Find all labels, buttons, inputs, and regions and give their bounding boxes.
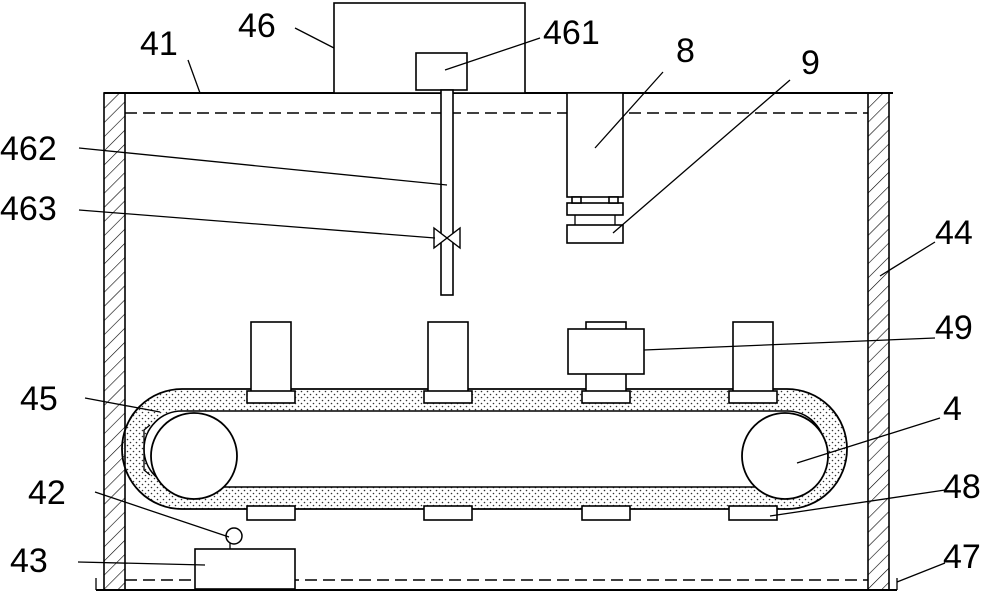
label-462: 462 (0, 130, 57, 168)
label-461: 461 (543, 14, 600, 52)
label-46: 46 (238, 7, 276, 45)
left-roller (150, 412, 238, 500)
label-9: 9 (801, 44, 820, 82)
label-41: 41 (140, 25, 178, 63)
label-48: 48 (943, 468, 981, 506)
right-roller (741, 412, 829, 500)
stirring-shaft (440, 89, 454, 296)
label-8: 8 (676, 32, 695, 70)
label-42: 42 (28, 474, 66, 512)
mold-carrier-4 (728, 321, 778, 404)
belt-pads-bottom (246, 505, 778, 521)
base-plate (95, 578, 898, 591)
label-463: 463 (0, 190, 57, 228)
press-head (566, 215, 624, 244)
mold-carrier-3 (567, 321, 645, 404)
valve-icon (433, 226, 461, 250)
label-45: 45 (20, 380, 58, 418)
inner-dashed-boundary (125, 112, 868, 581)
mold-carrier-1 (246, 321, 296, 404)
mold-carrier-2 (423, 321, 473, 404)
motor-block (415, 52, 468, 91)
nozzle (225, 527, 243, 549)
conveyor-belt (121, 388, 848, 510)
label-49: 49 (935, 309, 973, 347)
right-wall (867, 92, 890, 591)
label-43: 43 (10, 542, 48, 580)
press-unit (566, 92, 624, 216)
label-4: 4 (943, 390, 962, 428)
left-wall (103, 92, 126, 591)
leader-lines (77, 27, 946, 583)
label-44: 44 (935, 214, 973, 252)
label-47: 47 (943, 538, 981, 576)
drive-box (194, 548, 296, 590)
